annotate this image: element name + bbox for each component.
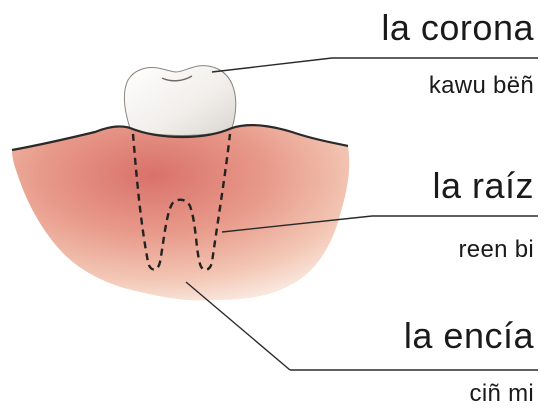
gum-tissue bbox=[12, 126, 349, 301]
root-translation: reen bi bbox=[459, 238, 534, 262]
gum-translation: ciñ mi bbox=[470, 382, 534, 406]
crown-translation: kawu bëñ bbox=[429, 74, 534, 98]
gum-label: la encía bbox=[404, 318, 534, 354]
tooth-crown bbox=[124, 66, 235, 136]
crown-label: la corona bbox=[381, 10, 534, 46]
root-label: la raíz bbox=[432, 168, 534, 204]
crown-leader-line bbox=[212, 58, 332, 72]
